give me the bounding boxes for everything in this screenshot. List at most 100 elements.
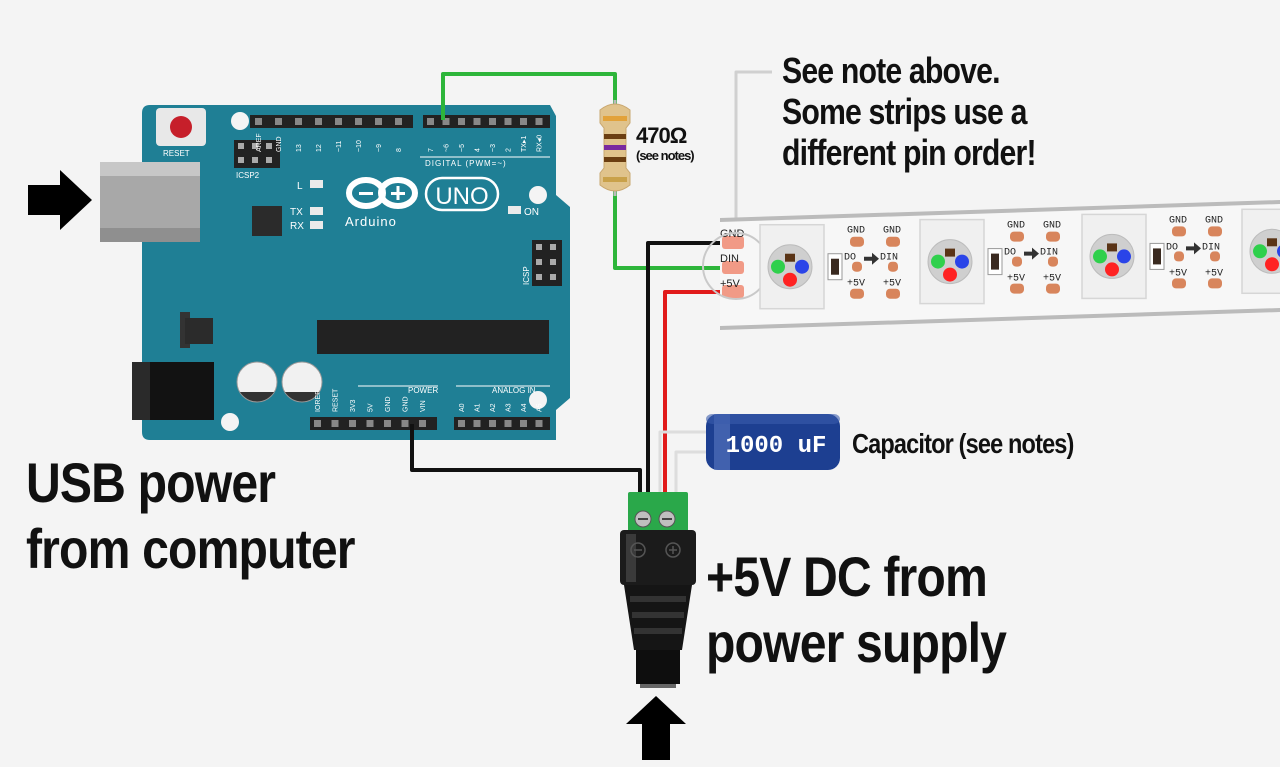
segment-pad-label: +5V [847,279,865,290]
header-pin [504,118,512,125]
power-pin-label: RESET [333,388,340,412]
screw-terminal [628,492,688,532]
segment-pad-label: DO [1004,248,1016,259]
led-l-label: L [297,181,303,192]
header-pin [275,118,282,125]
power-pin-label: IOREF [315,391,322,412]
resistor-value: 470Ω [636,123,687,148]
header-pin [349,420,356,427]
digital-header-label: DIGITAL (PWM=~) [425,159,507,168]
header-pin [355,118,362,125]
data-direction-arrow-icon [1186,242,1201,255]
segment-pad-label: DIN [880,253,898,264]
header-pin [473,118,481,125]
icsp2-header: ICSP2 [234,140,280,180]
digital-pin-label: 4 [475,148,482,152]
header-pin [520,118,527,125]
header-pin [395,118,402,125]
arduino-logo: UNO Arduino [345,176,500,229]
analog-pin-label: A2 [490,403,497,412]
digital-pin-label: 13 [296,144,303,152]
analog-pin-label: A5 [537,403,544,412]
voltage-regulator [180,312,213,348]
uno-badge [424,176,500,212]
segment-pad-label: +5V [883,279,901,290]
analog-pin-label: A1 [475,403,482,412]
segment-pad-label: GND [1169,215,1187,226]
ground-wire-arduino [410,424,642,500]
resistor-label: 470Ω (see notes) [636,123,695,164]
header-pin [427,118,434,125]
led-tx-label: TX [290,207,303,218]
led-strip: GND DIN +5V GND GND DO DIN +5V +5V GND GND DO DIN… [702,200,1280,330]
segment-pad-label: GND [1205,215,1223,226]
header-pin [535,118,543,125]
reset-label: RESET [163,149,190,158]
capacitor-lead-negative [658,430,712,500]
resistor-note: (see notes) [636,148,695,163]
segment-pad-label: GND [1043,221,1061,232]
note-pointer-line [734,70,772,232]
capacitor-lead-positive [674,450,712,500]
segment-pad-label: DIN [1202,242,1220,253]
pin-order-note-line1: See note above. [782,50,1000,91]
usb-port [100,162,200,242]
segment-pad-label: GND [1007,221,1025,232]
status-leds: L TX RX ON [290,180,539,232]
led-rx-label: RX [290,221,304,232]
dc-power-jack [620,492,696,688]
data-direction-arrow-icon [864,252,879,265]
pad-5v-label: +5V [720,278,741,290]
led-on-label: ON [524,207,539,218]
segment-pad-label: GND [847,226,865,237]
header-pin [473,420,481,427]
segment-pad-label: +5V [1205,268,1223,279]
mounting-hole [221,413,239,431]
segment-pad-label: DO [1166,242,1178,253]
resistor-band [604,134,626,139]
header-pin [401,420,409,427]
power-pin-label: GND [385,396,392,412]
pad-din-label: DIN [720,253,739,265]
dc-power-label-line2: power supply [706,611,1007,674]
wires [410,70,772,500]
strip-input-pads: GND DIN +5V [720,228,745,298]
digital-pin-label: ~10 [356,140,363,152]
mounting-hole [529,186,547,204]
capacitor-label: Capacitor (see notes) [852,428,1074,459]
segment-pad-label: DO [844,253,856,264]
capacitor-value: 1000 uF [726,433,827,460]
pin-order-note-line3: different pin order! [782,132,1037,173]
header-pin [375,118,382,125]
digital-pin-label: 7 [428,148,435,152]
digital-pin-label: ~6 [444,144,451,152]
power-header-label: POWER [408,386,438,395]
mounting-hole [529,391,547,409]
header-pin [442,118,450,125]
pin-order-note: See note above. Some strips use a differ… [782,50,1037,173]
resistor-band [604,145,626,150]
arduino-label: Arduino [345,214,397,229]
dc-power-label: +5V DC from power supply [706,544,1007,676]
analog-header-label: ANALOG IN [492,386,536,395]
segment-pad-label: +5V [1043,274,1061,285]
board-capacitors [236,361,323,403]
header-pin [315,118,322,125]
data-direction-arrow-icon [1024,247,1039,260]
digital-pin-label: ~9 [376,144,383,152]
power-pin-label: 3V3 [350,399,357,412]
analog-pin-label: A4 [521,403,528,412]
digital-pin-label: ~5 [459,144,466,152]
microcontroller-chip [317,320,549,354]
analog-pin-label: A0 [459,403,466,412]
segment-pad-label: +5V [1007,274,1025,285]
header-pin [331,420,339,427]
digital-pin-label: 2 [506,148,513,152]
usb-chip [252,206,282,236]
digital-pin-label: ~11 [336,141,343,152]
header-pin [419,420,426,427]
header-pin [489,420,496,427]
